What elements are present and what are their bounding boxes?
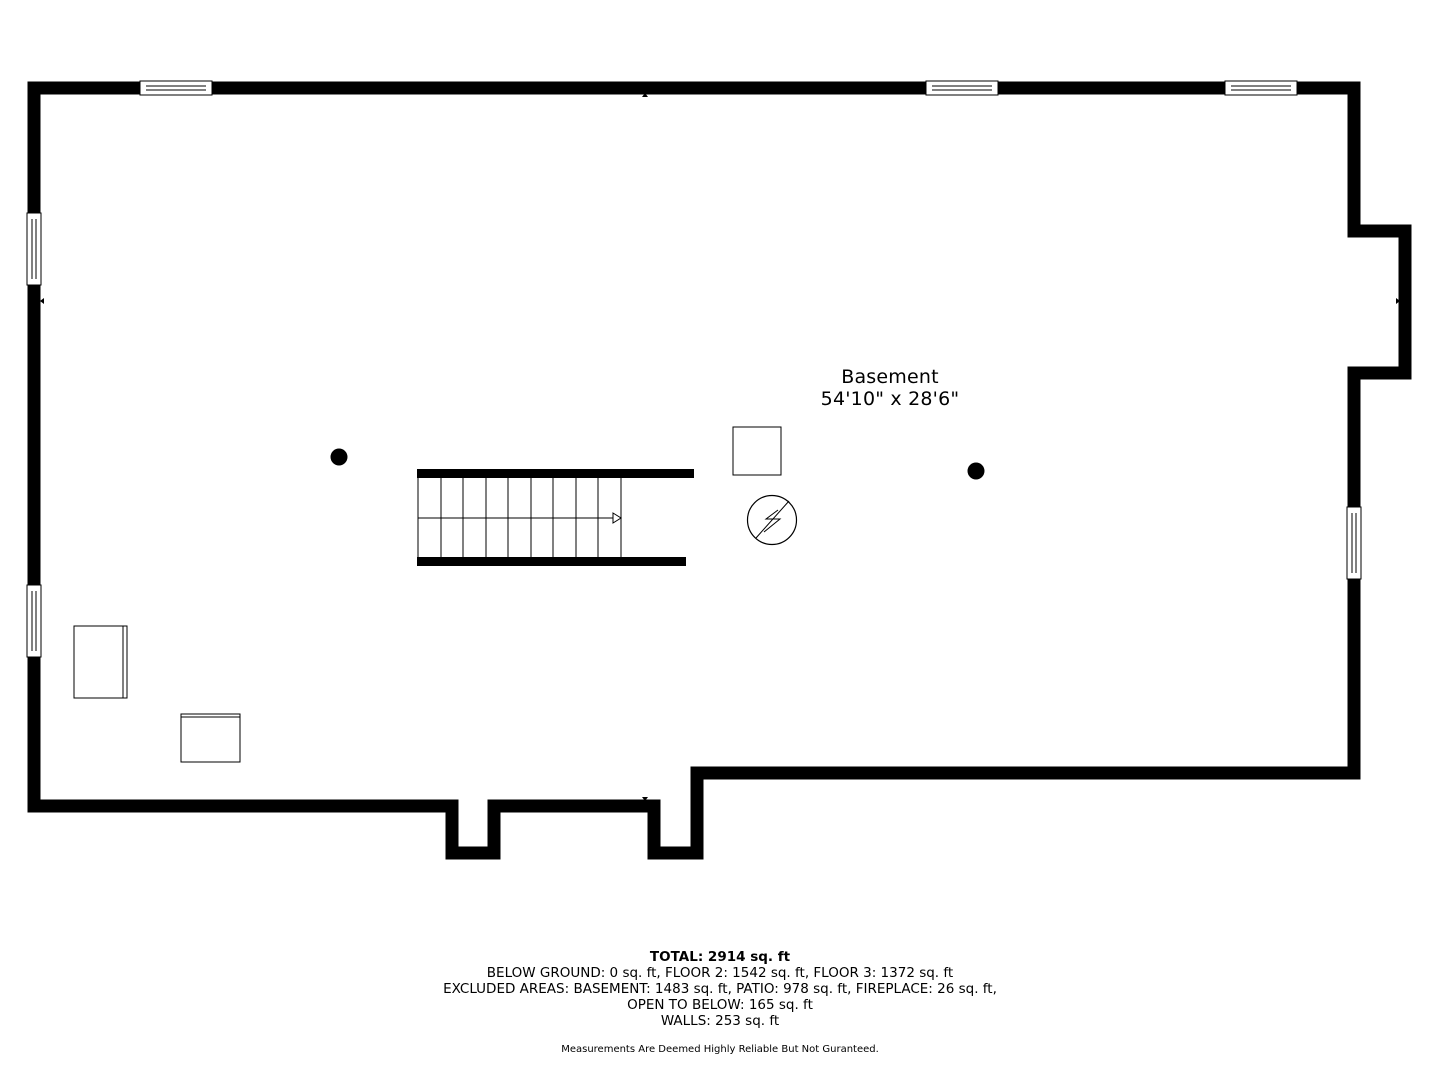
disclaimer: Measurements Are Deemed Highly Reliable … — [561, 1044, 879, 1055]
room-label: Basement 54'10" x 28'6" — [790, 366, 990, 410]
window-top-right — [1224, 80, 1298, 96]
window-left-lower — [26, 584, 42, 658]
marker-bottom — [642, 797, 648, 801]
marker-left — [40, 298, 44, 304]
fixture-square — [732, 426, 782, 476]
stair-arrow-icon — [612, 512, 622, 524]
staircase — [417, 469, 694, 566]
total-label: TOTAL: — [649, 949, 704, 965]
marker-right — [1396, 298, 1400, 304]
support-column-right — [967, 462, 985, 480]
summary-line-1: BELOW GROUND: 0 sq. ft, FLOOR 2: 1542 sq… — [486, 965, 954, 981]
total-value: 2914 sq. ft — [707, 949, 791, 965]
area-summary: TOTAL: 2914 sq. ft BELOW GROUND: 0 sq. f… — [320, 949, 1120, 1029]
window-right — [1346, 506, 1362, 580]
floor-plan — [26, 80, 1412, 860]
room-name: Basement — [841, 366, 939, 388]
electrical-panel-icon — [746, 494, 798, 546]
support-column-left — [330, 448, 348, 466]
summary-line-4: WALLS: 253 sq. ft — [660, 1013, 780, 1029]
exterior-wall — [27, 81, 1412, 860]
appliance-left — [73, 625, 128, 699]
window-top-left — [139, 80, 213, 96]
marker-top — [642, 93, 648, 97]
total-area: TOTAL: 2914 sq. ft — [320, 949, 1120, 965]
window-top-middle — [925, 80, 999, 96]
window-left-upper — [26, 212, 42, 286]
summary-line-2: EXCLUDED AREAS: BASEMENT: 1483 sq. ft, P… — [443, 981, 997, 997]
appliance-bottom — [180, 713, 241, 763]
room-dimensions: 54'10" x 28'6" — [820, 388, 960, 410]
summary-line-3: OPEN TO BELOW: 165 sq. ft — [627, 997, 813, 1013]
